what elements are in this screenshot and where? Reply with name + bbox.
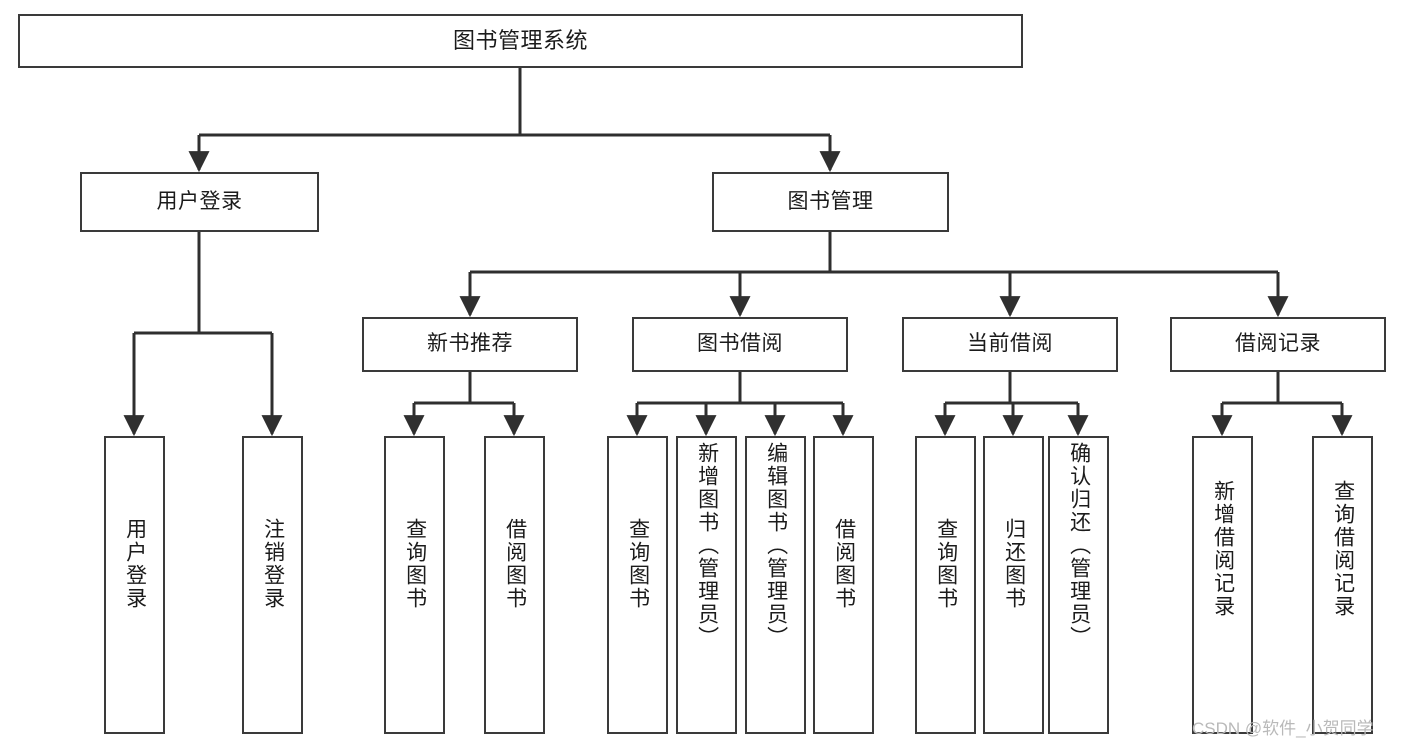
- node-label: 图书管理: [787, 189, 874, 213]
- node-new-book-recommend[interactable]: 新书推荐: [362, 317, 578, 372]
- leaf-borrow-book-recommend[interactable]: 借阅图书: [484, 436, 545, 734]
- node-book-manage[interactable]: 图书管理: [712, 172, 949, 232]
- node-label: 确认归还（管理员）: [1067, 442, 1091, 649]
- node-label: 借阅图书: [503, 518, 527, 610]
- node-label: 新增借阅记录: [1211, 480, 1235, 618]
- leaf-confirm-return[interactable]: 确认归还（管理员）: [1048, 436, 1109, 734]
- node-label: 注销登录: [261, 518, 285, 610]
- node-label: 新增图书（管理员）: [695, 442, 719, 649]
- node-root-system[interactable]: 图书管理系统: [18, 14, 1023, 68]
- node-label: 图书管理系统: [452, 28, 588, 54]
- node-label: 查询图书: [626, 518, 650, 610]
- node-current-borrow[interactable]: 当前借阅: [902, 317, 1118, 372]
- leaf-query-book-borrow[interactable]: 查询图书: [607, 436, 668, 734]
- node-borrow-record[interactable]: 借阅记录: [1170, 317, 1386, 372]
- node-label: 查询图书: [934, 518, 958, 610]
- csdn-watermark: CSDN @软件_小贺同学: [1192, 719, 1374, 738]
- leaf-user-login[interactable]: 用户登录: [104, 436, 165, 734]
- node-label: 查询图书: [403, 518, 427, 610]
- leaf-query-borrow-record[interactable]: 查询借阅记录: [1312, 436, 1373, 734]
- node-user-login[interactable]: 用户登录: [80, 172, 319, 232]
- node-label: 用户登录: [123, 518, 147, 610]
- leaf-return-book[interactable]: 归还图书: [983, 436, 1044, 734]
- node-label: 归还图书: [1002, 518, 1026, 610]
- leaf-query-book-current[interactable]: 查询图书: [915, 436, 976, 734]
- node-label: 借阅图书: [832, 518, 856, 610]
- leaf-query-book-recommend[interactable]: 查询图书: [384, 436, 445, 734]
- leaf-add-book[interactable]: 新增图书（管理员）: [676, 436, 737, 734]
- node-book-borrow[interactable]: 图书借阅: [632, 317, 848, 372]
- node-label: 查询借阅记录: [1331, 480, 1355, 618]
- node-label: 借阅记录: [1235, 332, 1321, 356]
- node-label: 编辑图书（管理员）: [764, 442, 788, 649]
- leaf-add-borrow-record[interactable]: 新增借阅记录: [1192, 436, 1253, 734]
- node-label: 图书借阅: [697, 332, 783, 356]
- leaf-borrow-book-borrow[interactable]: 借阅图书: [813, 436, 874, 734]
- node-label: 当前借阅: [967, 332, 1053, 356]
- node-label: 用户登录: [156, 189, 243, 213]
- node-label: 新书推荐: [427, 332, 513, 356]
- leaf-edit-book[interactable]: 编辑图书（管理员）: [745, 436, 806, 734]
- leaf-logout-login[interactable]: 注销登录: [242, 436, 303, 734]
